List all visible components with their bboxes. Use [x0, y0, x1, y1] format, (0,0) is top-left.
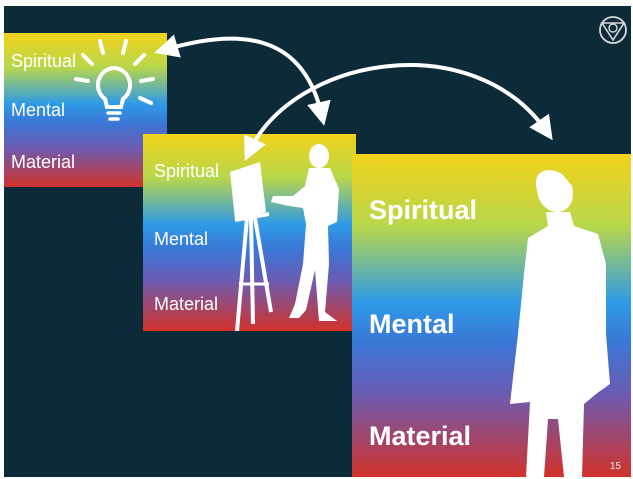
standing-person-icon: [510, 170, 610, 477]
label-material: Material: [154, 294, 219, 314]
label-mental: Mental: [369, 309, 455, 339]
label-spiritual: Spiritual: [11, 51, 77, 71]
label-material: Material: [11, 152, 76, 172]
light-bulb-icon: [74, 39, 155, 121]
panel-spiritual-idea: Spiritual Mental Material: [4, 33, 167, 187]
page-number: 15: [609, 461, 621, 472]
label-mental: Mental: [154, 229, 209, 249]
label-spiritual: Spiritual: [154, 161, 220, 181]
label-material: Material: [369, 421, 472, 451]
panel-mental-painter: Spiritual Mental Material: [143, 134, 356, 331]
label-mental: Mental: [11, 100, 66, 120]
painter-at-easel-icon: [230, 144, 339, 331]
label-spiritual: Spiritual: [369, 195, 478, 225]
slide: Spiritual Mental Material Spiritual Ment…: [4, 6, 631, 477]
panel-material-person: Spiritual Mental Material: [352, 154, 631, 477]
small-to-medium-arrow: [154, 34, 331, 126]
triangle-circle-emblem-icon: [599, 16, 627, 44]
